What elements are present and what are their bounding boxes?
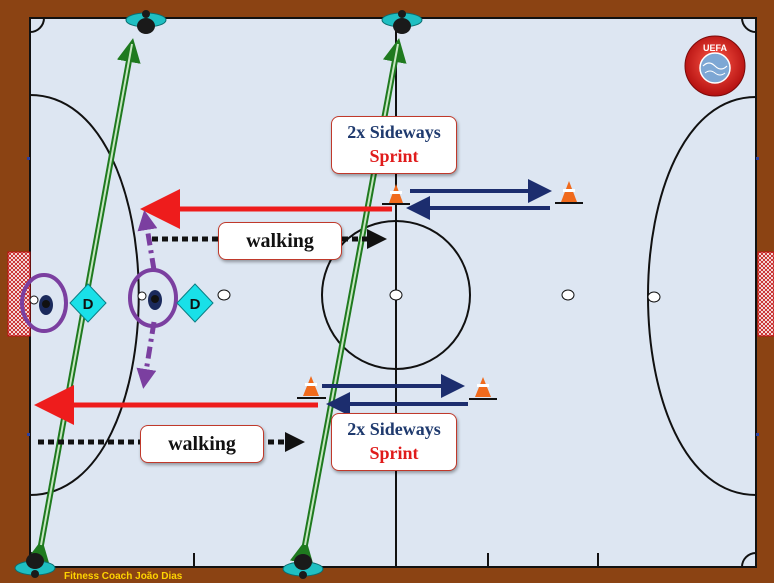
- cone-top-right: [555, 181, 583, 204]
- defender-left-label: D: [83, 296, 94, 313]
- ball-icon: [137, 291, 147, 301]
- player-highlight-left: [20, 273, 68, 333]
- coach-bottom-middle: [282, 554, 324, 579]
- defender-right: D: [176, 283, 214, 323]
- sprint-label-top-line1: 2x Sideways: [347, 122, 441, 142]
- uefa-logo: UEFA: [684, 35, 746, 97]
- walking-label-bottom: walking: [140, 425, 264, 463]
- purple-arrow-down: [136, 321, 157, 389]
- sprint-label-bottom-line1: 2x Sideways: [347, 419, 441, 439]
- sprint-label-bottom-line2: Sprint: [369, 443, 419, 463]
- defender-left: D: [69, 283, 107, 323]
- coach-bottom-left: [14, 553, 56, 578]
- ball-icon: [29, 295, 39, 305]
- purple-arrow-up: [137, 210, 158, 271]
- sprint-label-top-line2: Sprint: [369, 146, 419, 166]
- coach-top-left: [125, 10, 167, 34]
- cone-bottom-left: [297, 376, 326, 399]
- player-right: [137, 290, 162, 310]
- defender-right-label: D: [190, 296, 201, 313]
- player-highlight-right: [128, 268, 178, 328]
- coach-top-right: [381, 10, 423, 34]
- sprint-label-top: 2x Sideways Sprint: [331, 116, 457, 174]
- walking-label-top: walking: [218, 222, 342, 260]
- credit-text: Fitness Coach João Dias: [64, 571, 183, 582]
- player-left: [29, 295, 53, 315]
- uefa-logo-text: UEFA: [703, 43, 728, 53]
- cone-top-left: [382, 184, 410, 205]
- cone-bottom-right: [469, 377, 497, 400]
- sprint-label-bottom: 2x Sideways Sprint: [331, 413, 457, 471]
- right-goal: [757, 251, 774, 337]
